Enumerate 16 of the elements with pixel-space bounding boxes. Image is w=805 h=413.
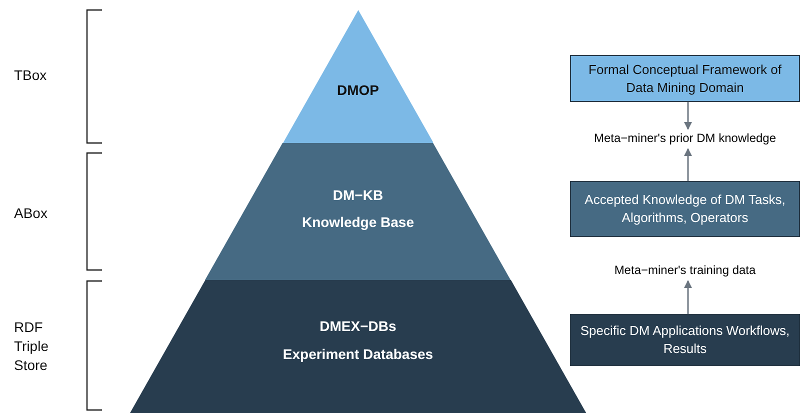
layer-label: Knowledge Base: [302, 214, 414, 230]
info-box: Accepted Knowledge of DM Tasks, Algorithms, Operators: [570, 181, 800, 237]
bracket-label: RDF Triple Store: [14, 318, 50, 375]
layer-label: Experiment Databases: [282, 346, 434, 362]
layer-label: DM−KB: [332, 187, 384, 203]
info-box: Specific DM Applications Workflows, Results: [570, 314, 800, 366]
arrow: [684, 280, 692, 314]
layer-label: DMOP: [336, 82, 379, 98]
flow-label: Meta−miner's training data: [614, 263, 756, 277]
arrow: [684, 102, 692, 130]
flow-label: Meta−miner's prior DM knowledge: [594, 131, 776, 145]
info-box: Formal Conceptual Framework of Data Mining Domain: [570, 55, 800, 102]
bracket-label: ABox: [14, 204, 48, 223]
bracket-label: TBox: [14, 66, 48, 85]
layer-label: DMEX−DBs: [320, 318, 396, 334]
arrow: [684, 148, 692, 181]
